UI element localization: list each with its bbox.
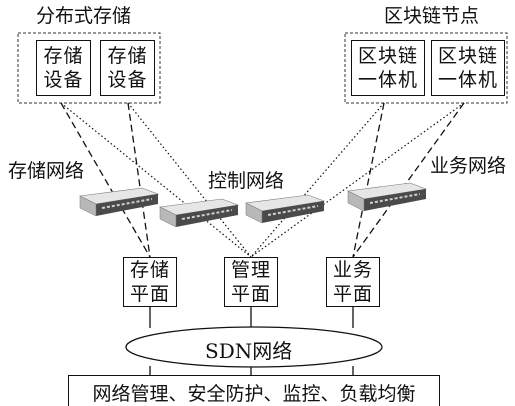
network-switch-icon [244, 194, 326, 224]
blockchain-device-1: 区块链 一体机 [351, 40, 425, 96]
link-storage1-mgmt [60, 102, 252, 258]
network-switch-icon [346, 182, 428, 212]
business-plane-line1: 业务 [332, 259, 373, 281]
storage-device-2-line1: 存储 [107, 45, 148, 67]
storage-device-1: 存储 设备 [36, 40, 91, 96]
link-storage2-mgmt [127, 102, 252, 258]
storage-device-1-line1: 存储 [43, 45, 84, 67]
storage-plane-line2: 平面 [129, 283, 170, 305]
storage-group-border [17, 32, 161, 104]
storage-device-2-line2: 设备 [107, 69, 148, 91]
services-label: 网络管理、安全防护、监控、负载均衡 [92, 383, 416, 405]
management-plane: 管理 平面 [224, 257, 278, 307]
storage-device-1-line2: 设备 [43, 69, 84, 91]
blockchain-group-border [344, 32, 508, 104]
storage-network-label: 存储网络 [8, 160, 85, 182]
management-plane-line1: 管理 [230, 259, 271, 281]
storage-device-2: 存储 设备 [100, 40, 155, 96]
network-switch-icon [78, 187, 160, 217]
blockchain-device-2: 区块链 一体机 [431, 40, 505, 96]
blockchain-device-1-line1: 区块链 [357, 45, 418, 67]
storage-plane: 存储 平面 [123, 257, 177, 307]
storage-plane-line1: 存储 [129, 259, 170, 281]
control-network-label: 控制网络 [208, 170, 285, 192]
network-switch-icon [158, 198, 240, 228]
business-plane: 业务 平面 [326, 257, 380, 307]
link-storage1-storageplane [60, 102, 151, 258]
link-chain1-businessplane [352, 102, 385, 258]
management-plane-line2: 平面 [230, 283, 271, 305]
business-plane-line2: 平面 [332, 283, 373, 305]
business-network-label: 业务网络 [430, 155, 507, 177]
services-bar: 网络管理、安全防护、监控、负载均衡 [68, 375, 440, 406]
storage-group-title: 分布式存储 [36, 5, 132, 27]
blockchain-device-2-line1: 区块链 [437, 45, 498, 67]
link-storage2-storageplane [127, 102, 151, 258]
sdn-ellipse [125, 326, 383, 368]
blockchain-device-2-line2: 一体机 [437, 69, 498, 91]
link-chain2-businessplane [352, 102, 465, 258]
blockchain-group-title: 区块链节点 [384, 5, 480, 27]
blockchain-device-1-line2: 一体机 [357, 69, 418, 91]
sdn-network-label: SDN网络 [205, 339, 293, 363]
